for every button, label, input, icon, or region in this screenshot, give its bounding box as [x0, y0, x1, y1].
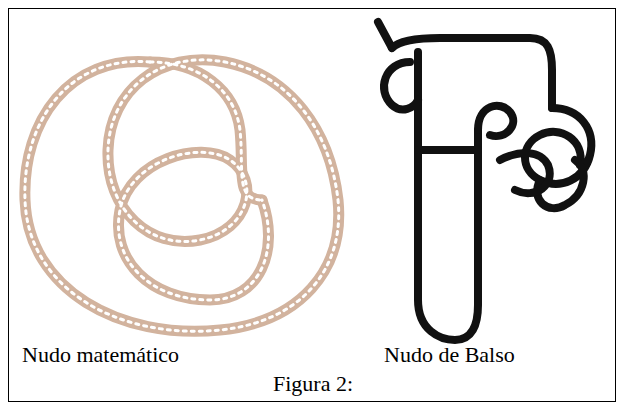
mathematical-knot — [25, 60, 339, 331]
figure-caption: Figura 2: — [273, 372, 353, 396]
balso-knot — [378, 22, 591, 340]
figure-label: Nudo matemático — [22, 343, 179, 367]
figure-label: Nudo de Balso — [384, 343, 515, 367]
